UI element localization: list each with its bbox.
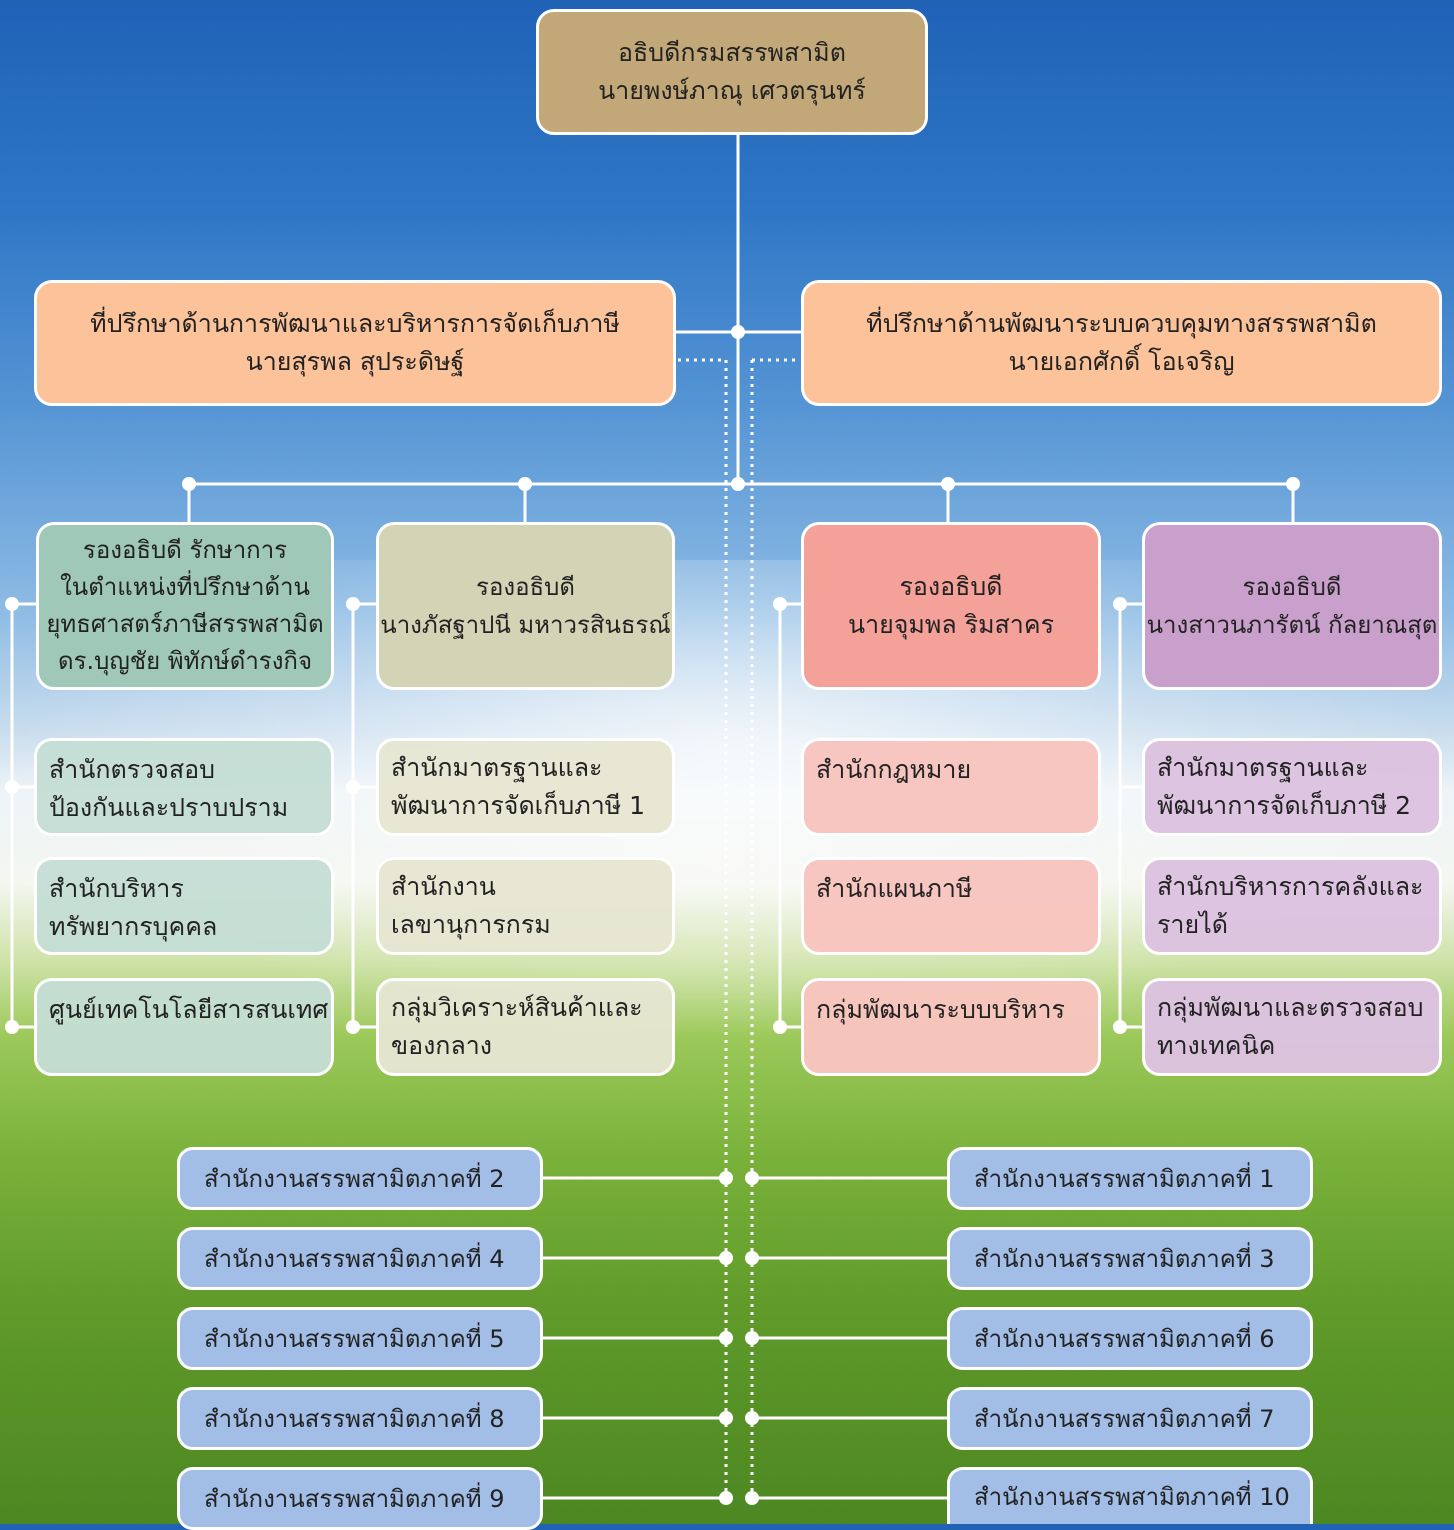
region-label: สำนักงานสรรพสามิตภาคที่ 10: [974, 1483, 1290, 1511]
region-box-left-4[interactable]: สำนักงานสรรพสามิตภาคที่ 8: [177, 1387, 543, 1450]
unit-box[interactable]: สำนักแผนภาษี: [801, 857, 1101, 955]
unit-box[interactable]: สำนักมาตรฐานและ พัฒนาการจัดเก็บภาษี 2: [1142, 738, 1442, 836]
deputy-box-3[interactable]: รองอธิบดี นายจุมพล ริมสาคร: [801, 522, 1101, 690]
deputy-line: ยุทธศาสตร์ภาษีสรรพสามิต: [46, 610, 324, 638]
region-label: สำนักงานสรรพสามิตภาคที่ 5: [204, 1324, 505, 1353]
region-label: สำนักงานสรรพสามิตภาคที่ 7: [974, 1404, 1275, 1433]
deputy-line: รองอธิบดี: [899, 572, 1003, 601]
unit-line: ทางเทคนิค: [1157, 1031, 1276, 1060]
region-label: สำนักงานสรรพสามิตภาคที่ 6: [974, 1324, 1275, 1353]
unit-line: เลขานุการกรม: [391, 910, 551, 939]
region-box-right-4[interactable]: สำนักงานสรรพสามิตภาคที่ 7: [947, 1387, 1313, 1450]
deputy-line: นายจุมพล ริมสาคร: [847, 610, 1054, 639]
unit-line: สำนักบริหารการคลังและ: [1157, 872, 1424, 901]
director-title: อธิบดีกรมสรรพสามิต: [617, 38, 847, 67]
region-box-left-5[interactable]: สำนักงานสรรพสามิตภาคที่ 9: [177, 1467, 543, 1530]
region-label: สำนักงานสรรพสามิตภาคที่ 3: [974, 1244, 1275, 1273]
unit-box[interactable]: สำนักตรวจสอบ ป้องกันและปราบปราม: [34, 738, 334, 836]
unit-box[interactable]: สำนักบริหารการคลังและ รายได้: [1142, 857, 1442, 955]
region-box-left-3[interactable]: สำนักงานสรรพสามิตภาคที่ 5: [177, 1307, 543, 1370]
deputy-line: รองอธิบดี รักษาการ: [82, 536, 288, 564]
unit-line: กลุ่มพัฒนาและตรวจสอบ: [1157, 993, 1424, 1022]
region-box-right-3[interactable]: สำนักงานสรรพสามิตภาคที่ 6: [947, 1307, 1313, 1370]
unit-line: กลุ่มพัฒนาระบบบริหาร: [816, 995, 1065, 1024]
unit-line: สำนักงาน: [391, 872, 496, 901]
region-label: สำนักงานสรรพสามิตภาคที่ 4: [204, 1244, 505, 1273]
deputy-line: ในตำแหน่งที่ปรึกษาด้าน: [60, 573, 310, 601]
unit-box[interactable]: สำนักงาน เลขานุการกรม: [376, 857, 675, 955]
unit-line: สำนักมาตรฐานและ: [391, 753, 603, 782]
unit-line: รายได้: [1157, 910, 1228, 939]
director-box[interactable]: อธิบดีกรมสรรพสามิต นายพงษ์ภาณุ เศวตรุนทร…: [536, 9, 928, 135]
unit-line: พัฒนาการจัดเก็บภาษี 2: [1157, 791, 1412, 820]
deputy-box-2[interactable]: รองอธิบดี นางภัสฐาปนี มหาวรสินธรณ์: [376, 522, 675, 690]
advisor-box-left[interactable]: ที่ปรึกษาด้านการพัฒนาและบริหารการจัดเก็บ…: [34, 280, 676, 406]
unit-box[interactable]: สำนักกฎหมาย: [801, 738, 1101, 836]
unit-box[interactable]: สำนักมาตรฐานและ พัฒนาการจัดเก็บภาษี 1: [376, 738, 675, 836]
unit-box[interactable]: ศูนย์เทคโนโลยีสารสนเทศ: [34, 978, 334, 1076]
region-label: สำนักงานสรรพสามิตภาคที่ 2: [204, 1164, 505, 1193]
deputy-line: นางภัสฐาปนี มหาวรสินธรณ์: [380, 611, 671, 639]
unit-box[interactable]: กลุ่มพัฒนาและตรวจสอบ ทางเทคนิค: [1142, 978, 1442, 1076]
unit-line: สำนักมาตรฐานและ: [1157, 753, 1369, 782]
director-name: นายพงษ์ภาณุ เศวตรุนทร์: [598, 76, 866, 105]
unit-box[interactable]: กลุ่มวิเคราะห์สินค้าและ ของกลาง: [376, 978, 675, 1076]
unit-line: ทรัพยากรบุคคล: [49, 912, 218, 941]
region-box-right-5[interactable]: สำนักงานสรรพสามิตภาคที่ 10: [947, 1467, 1313, 1524]
advisor-title: ที่ปรึกษาด้านพัฒนาระบบควบคุมทางสรรพสามิต: [866, 309, 1377, 338]
unit-line: สำนักแผนภาษี: [816, 874, 973, 903]
unit-line: ศูนย์เทคโนโลยีสารสนเทศ: [49, 995, 329, 1024]
deputy-line: นางสาวนภารัตน์ กัลยาณสุต: [1146, 611, 1438, 639]
unit-line: สำนักตรวจสอบ: [49, 755, 216, 784]
deputy-box-1[interactable]: รองอธิบดี รักษาการ ในตำแหน่งที่ปรึกษาด้า…: [36, 522, 334, 690]
unit-box[interactable]: กลุ่มพัฒนาระบบบริหาร: [801, 978, 1101, 1076]
region-box-right-2[interactable]: สำนักงานสรรพสามิตภาคที่ 3: [947, 1227, 1313, 1290]
deputy-line: ดร.บุญชัย พิทักษ์ดำรงกิจ: [57, 647, 313, 675]
advisor-box-right[interactable]: ที่ปรึกษาด้านพัฒนาระบบควบคุมทางสรรพสามิต…: [801, 280, 1442, 406]
region-label: สำนักงานสรรพสามิตภาคที่ 1: [974, 1164, 1275, 1193]
region-box-left-1[interactable]: สำนักงานสรรพสามิตภาคที่ 2: [177, 1147, 543, 1210]
region-box-left-2[interactable]: สำนักงานสรรพสามิตภาคที่ 4: [177, 1227, 543, 1290]
deputy-box-4[interactable]: รองอธิบดี นางสาวนภารัตน์ กัลยาณสุต: [1142, 522, 1442, 690]
advisor-title: ที่ปรึกษาด้านการพัฒนาและบริหารการจัดเก็บ…: [90, 309, 620, 338]
region-box-right-1[interactable]: สำนักงานสรรพสามิตภาคที่ 1: [947, 1147, 1313, 1210]
unit-line: พัฒนาการจัดเก็บภาษี 1: [391, 791, 646, 820]
unit-line: ป้องกันและปราบปราม: [49, 793, 289, 822]
advisor-name: นายสุรพล สุประดิษฐ์: [245, 347, 465, 376]
advisor-name: นายเอกศักดิ์ โอเจริญ: [1008, 347, 1235, 376]
unit-line: สำนักกฎหมาย: [816, 755, 972, 784]
unit-line: ของกลาง: [391, 1031, 493, 1060]
unit-line: สำนักบริหาร: [49, 874, 184, 903]
deputy-line: รองอธิบดี: [476, 573, 575, 601]
deputy-line: รองอธิบดี: [1242, 573, 1342, 601]
region-label: สำนักงานสรรพสามิตภาคที่ 9: [204, 1484, 505, 1513]
region-label: สำนักงานสรรพสามิตภาคที่ 8: [204, 1404, 505, 1433]
unit-box[interactable]: สำนักบริหาร ทรัพยากรบุคคล: [34, 857, 334, 955]
unit-line: กลุ่มวิเคราะห์สินค้าและ: [391, 993, 643, 1022]
